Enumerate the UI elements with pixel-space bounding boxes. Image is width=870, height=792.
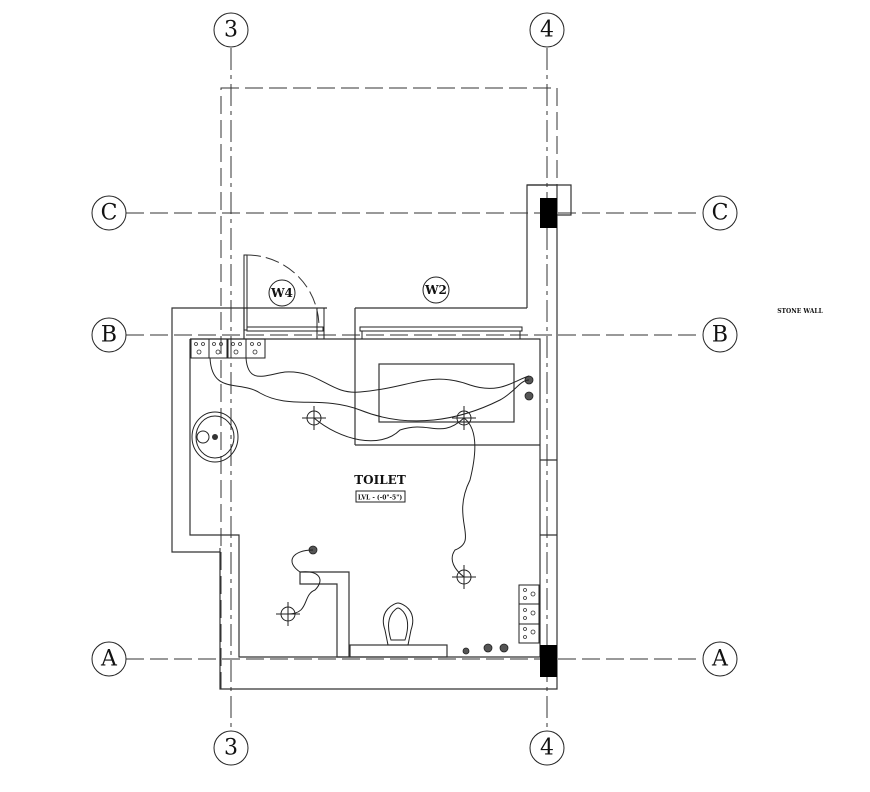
svg-text:W4: W4 bbox=[270, 286, 293, 300]
svg-text:W2: W2 bbox=[424, 283, 447, 297]
svg-text:A: A bbox=[100, 647, 118, 672]
svg-text:A: A bbox=[711, 647, 729, 672]
svg-text:3: 3 bbox=[224, 18, 238, 43]
grid-bubble-4-top: 4 bbox=[529, 12, 565, 48]
grid-bubble-c-left: C bbox=[91, 195, 127, 231]
svg-text:C: C bbox=[712, 201, 729, 226]
grid-bubble-a-left: A bbox=[91, 641, 127, 677]
svg-text:B: B bbox=[712, 323, 728, 348]
upper-space-outline bbox=[220, 87, 558, 690]
wiring bbox=[209, 357, 530, 615]
grid-bubble-3-bottom: 3 bbox=[213, 730, 249, 766]
grid-bubble-4-bottom: 4 bbox=[529, 730, 565, 766]
grid-bubble-b-left: B bbox=[91, 317, 127, 353]
toilet-fixture bbox=[349, 602, 448, 658]
partition-ledge bbox=[299, 571, 350, 658]
door-tag: W4 bbox=[268, 279, 296, 307]
wash-basin bbox=[191, 411, 239, 463]
window-w2 bbox=[359, 326, 523, 339]
column bbox=[540, 198, 557, 228]
level-box bbox=[355, 490, 406, 503]
window-tag: W2 bbox=[422, 276, 450, 304]
svg-text:4: 4 bbox=[540, 736, 554, 761]
column bbox=[540, 645, 557, 677]
svg-text:4: 4 bbox=[540, 18, 554, 43]
svg-text:3: 3 bbox=[224, 736, 238, 761]
door-w4 bbox=[243, 254, 325, 339]
svg-text:B: B bbox=[101, 323, 117, 348]
grid-bubble-b-right: B bbox=[702, 317, 738, 353]
grid-lines bbox=[126, 48, 702, 730]
switch-boards bbox=[190, 338, 540, 644]
room-name: TOILET bbox=[354, 473, 406, 487]
sockets bbox=[308, 375, 534, 655]
grid-bubble-3-top: 3 bbox=[213, 12, 249, 48]
walls bbox=[171, 184, 572, 690]
stone-wall-note: STONE WALL bbox=[777, 308, 823, 315]
grid-bubble-c-right: C bbox=[702, 195, 738, 231]
grid-bubble-a-right: A bbox=[702, 641, 738, 677]
svg-text:C: C bbox=[101, 201, 118, 226]
room-level: LVL - (-0"-5") bbox=[358, 495, 402, 502]
light-points bbox=[276, 406, 476, 626]
